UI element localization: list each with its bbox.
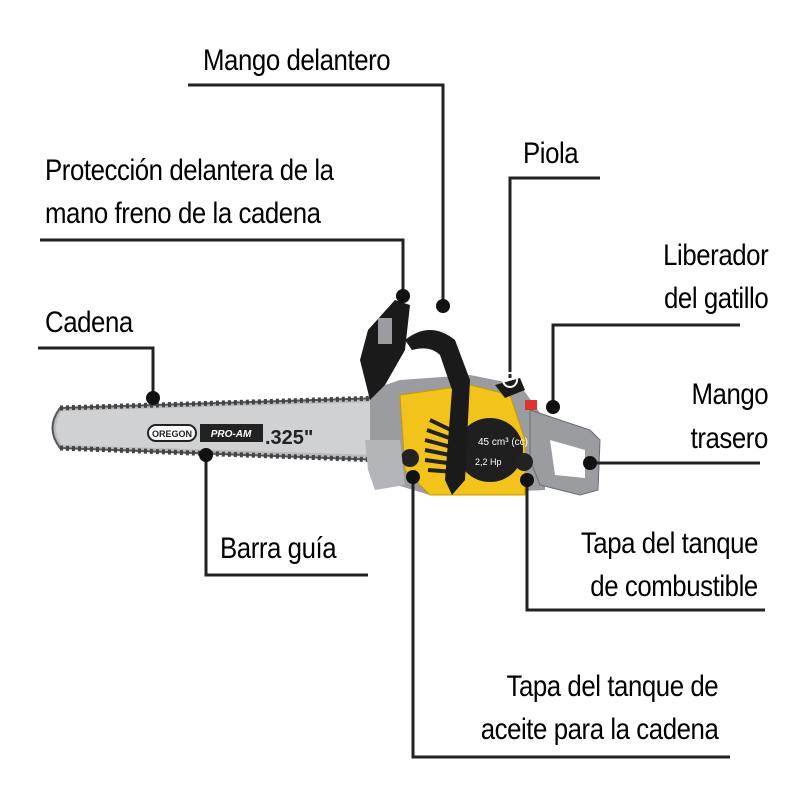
- oregon-logo: OREGON: [152, 429, 192, 439]
- engine-body: 45 cm³ (cc) 2,2 Hp: [360, 300, 601, 496]
- label-mango-delantero: Mango delantero: [203, 44, 391, 77]
- label-mango-trasero-line2: trasero: [690, 422, 769, 455]
- label-tapa-combustible-line1: Tapa del tanque: [580, 527, 759, 560]
- leader-dots: [146, 289, 597, 487]
- label-tapa-aceite-line2: aceite para la cadena: [480, 713, 718, 746]
- power-label: 2,2 Hp: [475, 457, 502, 467]
- label-proteccion-line2: mano freno de la cadena: [45, 197, 321, 230]
- label-tapa-aceite-line1: Tapa del tanque de: [506, 670, 718, 703]
- displacement-label: 45 cm³ (cc): [478, 437, 528, 448]
- leader-lines: [38, 83, 765, 759]
- pro-am-logo: PRO-AM: [211, 429, 252, 440]
- label-liberador-line1: Liberador: [662, 239, 769, 272]
- label-mango-trasero-line1: Mango: [691, 378, 768, 411]
- label-cadena: Cadena: [45, 306, 133, 339]
- label-piola: Piola: [523, 137, 579, 170]
- label-barra-guia: Barra guía: [220, 532, 337, 565]
- label-proteccion-line1: Protección delantera de la: [45, 154, 334, 187]
- chain-pitch: .325": [265, 427, 313, 449]
- guide-bar: OREGON PRO-AM .325": [51, 395, 381, 463]
- label-tapa-combustible-line2: de combustible: [590, 570, 758, 603]
- label-liberador-line2: del gatillo: [663, 282, 769, 315]
